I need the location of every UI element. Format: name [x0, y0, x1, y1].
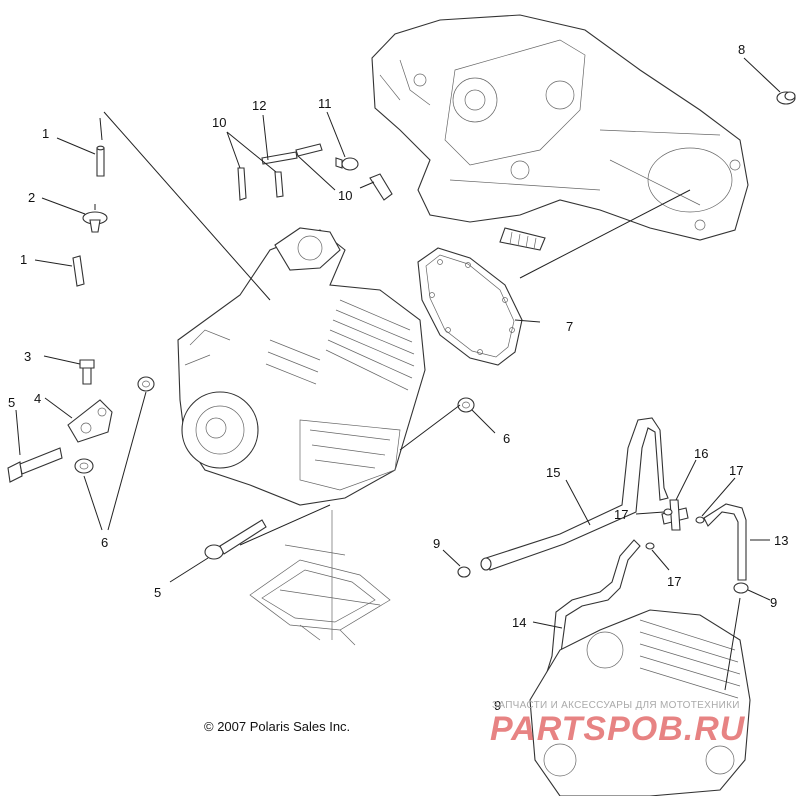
part-2-fitting	[82, 204, 108, 233]
callout-3: 3	[24, 349, 31, 364]
part-17-clamps	[645, 508, 705, 550]
callout-16: 16	[694, 446, 708, 461]
callout-15: 15	[546, 465, 560, 480]
callout-13: 13	[774, 533, 788, 548]
part-6-bushing-a	[137, 376, 155, 392]
callout-14: 14	[512, 615, 526, 630]
callout-11: 11	[318, 96, 332, 111]
part-4-bracket	[67, 399, 113, 443]
part-3-bolt	[79, 359, 95, 385]
part-6-bushing-b	[74, 458, 94, 474]
callout-2: 2	[28, 190, 35, 205]
callout-9-left: 9	[433, 536, 440, 551]
watermark-tagline: ЗАПЧАСТИ И АКСЕССУАРЫ ДЛЯ МОТОТЕХНИКИ	[492, 700, 740, 711]
callout-1-upper: 1	[42, 126, 49, 141]
frame-sketch	[249, 510, 391, 646]
callout-8: 8	[738, 42, 745, 57]
copyright-notice: © 2007 Polaris Sales Inc.	[204, 719, 351, 734]
part-7-gasket	[417, 247, 523, 366]
callout-5-lower: 5	[154, 585, 161, 600]
callout-17-right: 17	[729, 463, 743, 478]
leader-lines	[15, 57, 781, 691]
part-16-tee	[661, 499, 689, 531]
callout-10-upper: 10	[212, 115, 226, 130]
callout-12: 12	[252, 98, 266, 113]
part-10-vent-hose-left	[237, 167, 284, 201]
callout-10-lower: 10	[338, 188, 352, 203]
callout-1-lower: 1	[20, 252, 27, 267]
callout-5-left: 5	[8, 395, 15, 410]
transmission-housing	[371, 14, 749, 251]
part-8-plug	[776, 91, 796, 105]
part-11-check-valve	[335, 157, 359, 171]
watermark-brand: PARTSPOB.RU	[490, 710, 746, 748]
part-6-bushing-c	[457, 397, 475, 413]
callout-9-bottom: 9	[494, 698, 501, 713]
part-10-vent-hose-right	[369, 173, 393, 201]
callout-17-left: 17	[614, 507, 628, 522]
part-9-clamp-b	[733, 582, 749, 594]
part-13-hose	[703, 503, 747, 581]
engine-sketch-lower	[529, 609, 751, 796]
part-15-hose	[480, 417, 669, 571]
part-1-tube-upper	[96, 117, 105, 177]
part-5-bolt-lower	[204, 519, 267, 560]
part-9-clamp-a	[457, 566, 471, 578]
callout-17-lower: 17	[667, 574, 681, 589]
engine-assembly	[177, 227, 426, 506]
callout-9-right: 9	[770, 595, 777, 610]
callout-7: 7	[566, 319, 573, 334]
callout-6-left: 6	[101, 535, 108, 550]
callout-6-right: 6	[503, 431, 510, 446]
callout-4: 4	[34, 391, 41, 406]
part-5-bolt-left	[7, 447, 63, 483]
part-1-tube-lower	[72, 255, 85, 287]
part-12-tee-fitting	[261, 143, 323, 165]
